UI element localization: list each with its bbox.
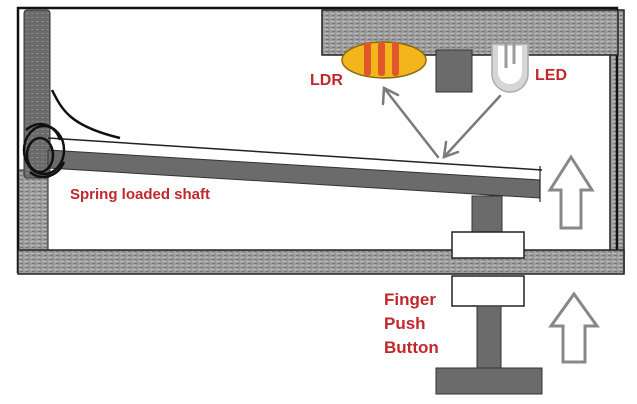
button-upper-stem <box>471 195 503 233</box>
button-label-line3: Button <box>384 338 439 357</box>
finger-push-button-base <box>435 367 543 395</box>
light-path-arrows <box>381 86 502 159</box>
shaft-label: Spring loaded shaft <box>70 186 210 203</box>
shaft-top-edge <box>47 137 543 171</box>
coil-spring-icon <box>22 89 121 179</box>
led-bulb-icon <box>491 42 529 93</box>
button-label-line1: Finger <box>384 290 436 309</box>
button-label-line2: Push <box>384 314 426 333</box>
housing-bottom-plate <box>17 249 625 275</box>
button-lower-stem <box>476 305 502 369</box>
pivot-post <box>23 9 51 179</box>
button-guide-lower <box>451 275 525 307</box>
ldr-label: LDR <box>310 72 343 89</box>
led-label: LED <box>535 67 567 84</box>
up-arrow-icon <box>547 154 600 364</box>
button-guide-upper <box>451 231 525 259</box>
sensor-divider-block <box>435 49 473 93</box>
ldr-sensor-icon <box>341 41 427 79</box>
